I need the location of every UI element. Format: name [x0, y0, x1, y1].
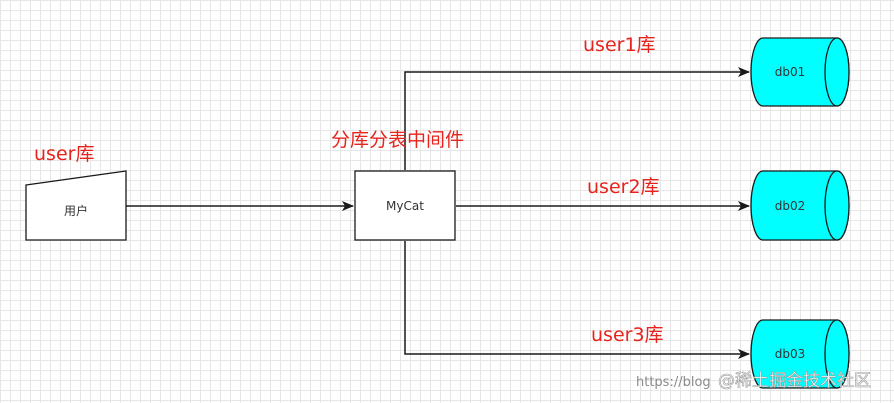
db03-node: db03	[750, 319, 850, 389]
db01-cylinder-end	[824, 37, 850, 107]
db01-node: db01	[750, 37, 850, 107]
db03-cylinder-end	[824, 319, 850, 389]
db01-label: db01	[775, 65, 806, 79]
watermark-url: https://blog	[636, 375, 711, 390]
arrow-mycat-to-db03	[404, 241, 750, 359]
mycat-label: MyCat	[386, 199, 424, 213]
user3-db-label: user3库	[591, 324, 664, 346]
db03-label: db03	[775, 347, 806, 361]
client-label: 用户	[64, 203, 88, 218]
db02-label: db02	[775, 199, 806, 213]
mycat-box	[354, 170, 456, 241]
user2-db-label: user2库	[587, 176, 660, 198]
user-db-label: user库	[34, 143, 94, 165]
connectors	[126, 67, 750, 359]
client-node: 用户	[25, 170, 127, 241]
sharding-middleware-label: 分库分表中间件	[331, 129, 464, 151]
mycat-node: MyCat	[354, 170, 456, 241]
user1-db-label: user1库	[583, 34, 656, 56]
arrow-mycat-to-db01	[404, 67, 750, 170]
db02-node: db02	[750, 170, 850, 241]
watermark-brand: @稀土掘金技术社区	[718, 371, 871, 391]
client-shape	[25, 170, 127, 241]
db02-cylinder-end	[824, 170, 850, 241]
